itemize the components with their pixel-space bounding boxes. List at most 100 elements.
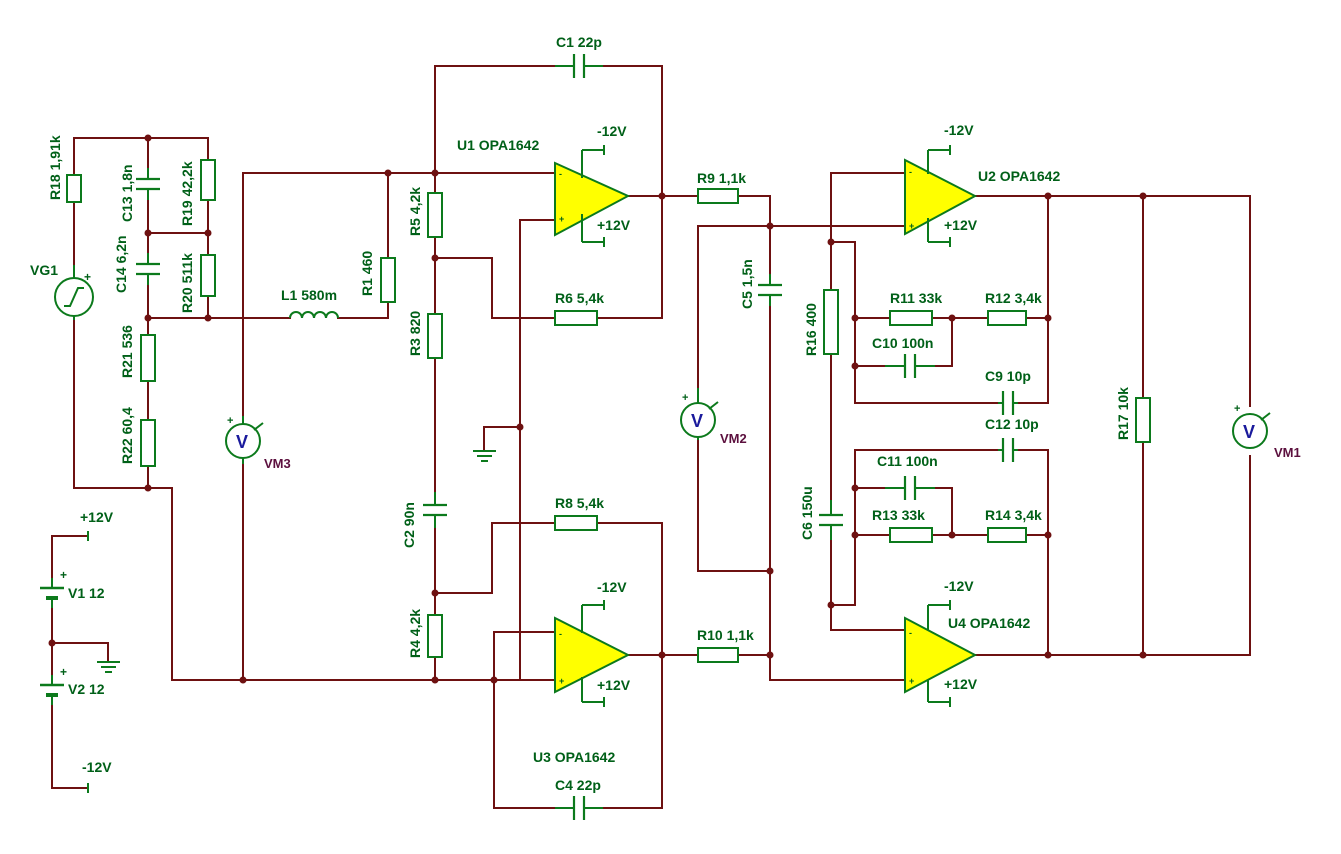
resistor-r22[interactable]	[140, 419, 156, 467]
label-r4: R4 4,2k	[407, 609, 423, 658]
label-rail-neg-battery: -12V	[82, 759, 112, 775]
resistor-r10[interactable]	[697, 647, 739, 663]
resistor-r6[interactable]	[554, 310, 598, 326]
junction-dot	[851, 362, 859, 370]
resistor-r16[interactable]	[823, 289, 839, 355]
capacitor-c2[interactable]	[423, 492, 447, 528]
label-c13: C13 1,8n	[119, 164, 135, 222]
label-u2: U2 OPA1642	[978, 168, 1060, 184]
inductor-l1[interactable]	[289, 311, 339, 319]
generator-plus: +	[84, 270, 91, 284]
resistor-r8[interactable]	[554, 515, 598, 531]
label-r19: R19 42,2k	[179, 161, 195, 226]
resistor-r3[interactable]	[427, 313, 443, 359]
opamp-u2[interactable]: - +	[904, 149, 978, 243]
ground-symbol	[473, 450, 496, 462]
label-u3: U3 OPA1642	[533, 749, 615, 765]
junction-dot	[431, 254, 439, 262]
meter-plus: +	[1234, 403, 1240, 415]
voltmeter-symbol: V	[1243, 422, 1255, 442]
resistor-r9[interactable]	[697, 188, 739, 204]
label-c10: C10 100n	[872, 335, 933, 351]
label-r9: R9 1,1k	[697, 170, 746, 186]
label-rail-pos-u2: +12V	[944, 217, 978, 233]
label-r20: R20 511k	[179, 253, 195, 313]
resistor-r5[interactable]	[427, 192, 443, 238]
resistor-r17[interactable]	[1135, 397, 1151, 443]
resistor-r19[interactable]	[200, 159, 216, 201]
junction-dot	[851, 314, 859, 322]
label-c14: C14 6,2n	[113, 235, 129, 293]
label-r16: R16 400	[803, 303, 819, 356]
label-l1: L1 580m	[281, 287, 337, 303]
label-rail-neg-u1: -12V	[597, 123, 627, 139]
capacitor-c1[interactable]	[555, 54, 603, 78]
resistor-r20[interactable]	[200, 254, 216, 297]
resistor-r18[interactable]	[66, 174, 82, 203]
junction-dot	[144, 484, 152, 492]
junction-dot	[431, 676, 439, 684]
battery-plus: +	[60, 568, 67, 582]
resistor-r4[interactable]	[427, 614, 443, 658]
label-r21: R21 536	[119, 325, 135, 378]
label-v1: V1 12	[68, 585, 105, 601]
junction-dot	[204, 229, 212, 237]
label-c1: C1 22p	[556, 34, 602, 50]
resistor-r1[interactable]	[380, 257, 396, 303]
junction-dot	[948, 531, 956, 539]
resistor-r14[interactable]	[987, 527, 1027, 543]
resistor-r11[interactable]	[889, 310, 933, 326]
label-r17: R17 10k	[1115, 387, 1131, 440]
opamp-minus-pin: -	[559, 169, 562, 179]
capacitor-c11[interactable]	[885, 476, 935, 500]
junction-dot	[851, 484, 859, 492]
resistor-r21[interactable]	[140, 334, 156, 382]
ground-symbol	[97, 661, 120, 673]
label-rail-neg-u3: -12V	[597, 579, 627, 595]
label-vm1: VM1	[1274, 445, 1301, 460]
label-rail-pos-battery: +12V	[80, 509, 114, 525]
resistors	[66, 159, 1151, 663]
voltmeter-vm1[interactable]: V +	[1232, 403, 1271, 449]
junction-dot	[1044, 192, 1052, 200]
junction-dot	[827, 238, 835, 246]
label-r18: R18 1,91k	[47, 135, 63, 200]
label-v2: V2 12	[68, 681, 105, 697]
battery-v2[interactable]: +	[40, 665, 67, 705]
junction-dot	[239, 676, 247, 684]
capacitor-c14[interactable]	[136, 253, 160, 285]
label-rail-pos-u4: +12V	[944, 676, 978, 692]
capacitor-c9[interactable]	[998, 391, 1018, 415]
junction-dot	[1139, 192, 1147, 200]
opamp-u1[interactable]: - +	[554, 149, 631, 243]
label-rail-pos-u1: +12V	[597, 217, 631, 233]
voltmeter-vm2[interactable]: V +	[680, 388, 719, 440]
resistor-r13[interactable]	[889, 527, 933, 543]
capacitor-c12[interactable]	[998, 438, 1018, 462]
capacitor-c10[interactable]	[885, 354, 935, 378]
junction-dot	[766, 567, 774, 575]
capacitor-c5[interactable]	[758, 274, 782, 306]
opamp-u4[interactable]: - +	[904, 604, 978, 703]
junction-dot	[658, 651, 666, 659]
junction-dot	[1044, 651, 1052, 659]
label-r5: R5 4,2k	[407, 187, 423, 236]
battery-v1[interactable]: +	[40, 568, 67, 608]
voltmeter-symbol: V	[236, 432, 248, 452]
junction-dot	[384, 169, 392, 177]
opamp-u3[interactable]: - +	[554, 604, 631, 703]
capacitor-c6[interactable]	[819, 500, 843, 540]
junction-dot	[144, 134, 152, 142]
capacitor-c13[interactable]	[136, 168, 160, 200]
junction-dot	[658, 192, 666, 200]
label-rail-neg-u4: -12V	[944, 578, 974, 594]
label-vm3: VM3	[264, 456, 291, 471]
label-r6: R6 5,4k	[555, 290, 604, 306]
voltmeter-vm3[interactable]: V +	[225, 415, 264, 464]
component-labels: C1 22p U1 OPA1642 R9 1,1k U2 OPA1642 R6 …	[30, 34, 1301, 793]
resistor-r12[interactable]	[987, 310, 1027, 326]
capacitor-c4[interactable]	[555, 796, 603, 820]
junction-dot	[766, 222, 774, 230]
signal-generator-vg1[interactable]: +	[54, 265, 94, 320]
